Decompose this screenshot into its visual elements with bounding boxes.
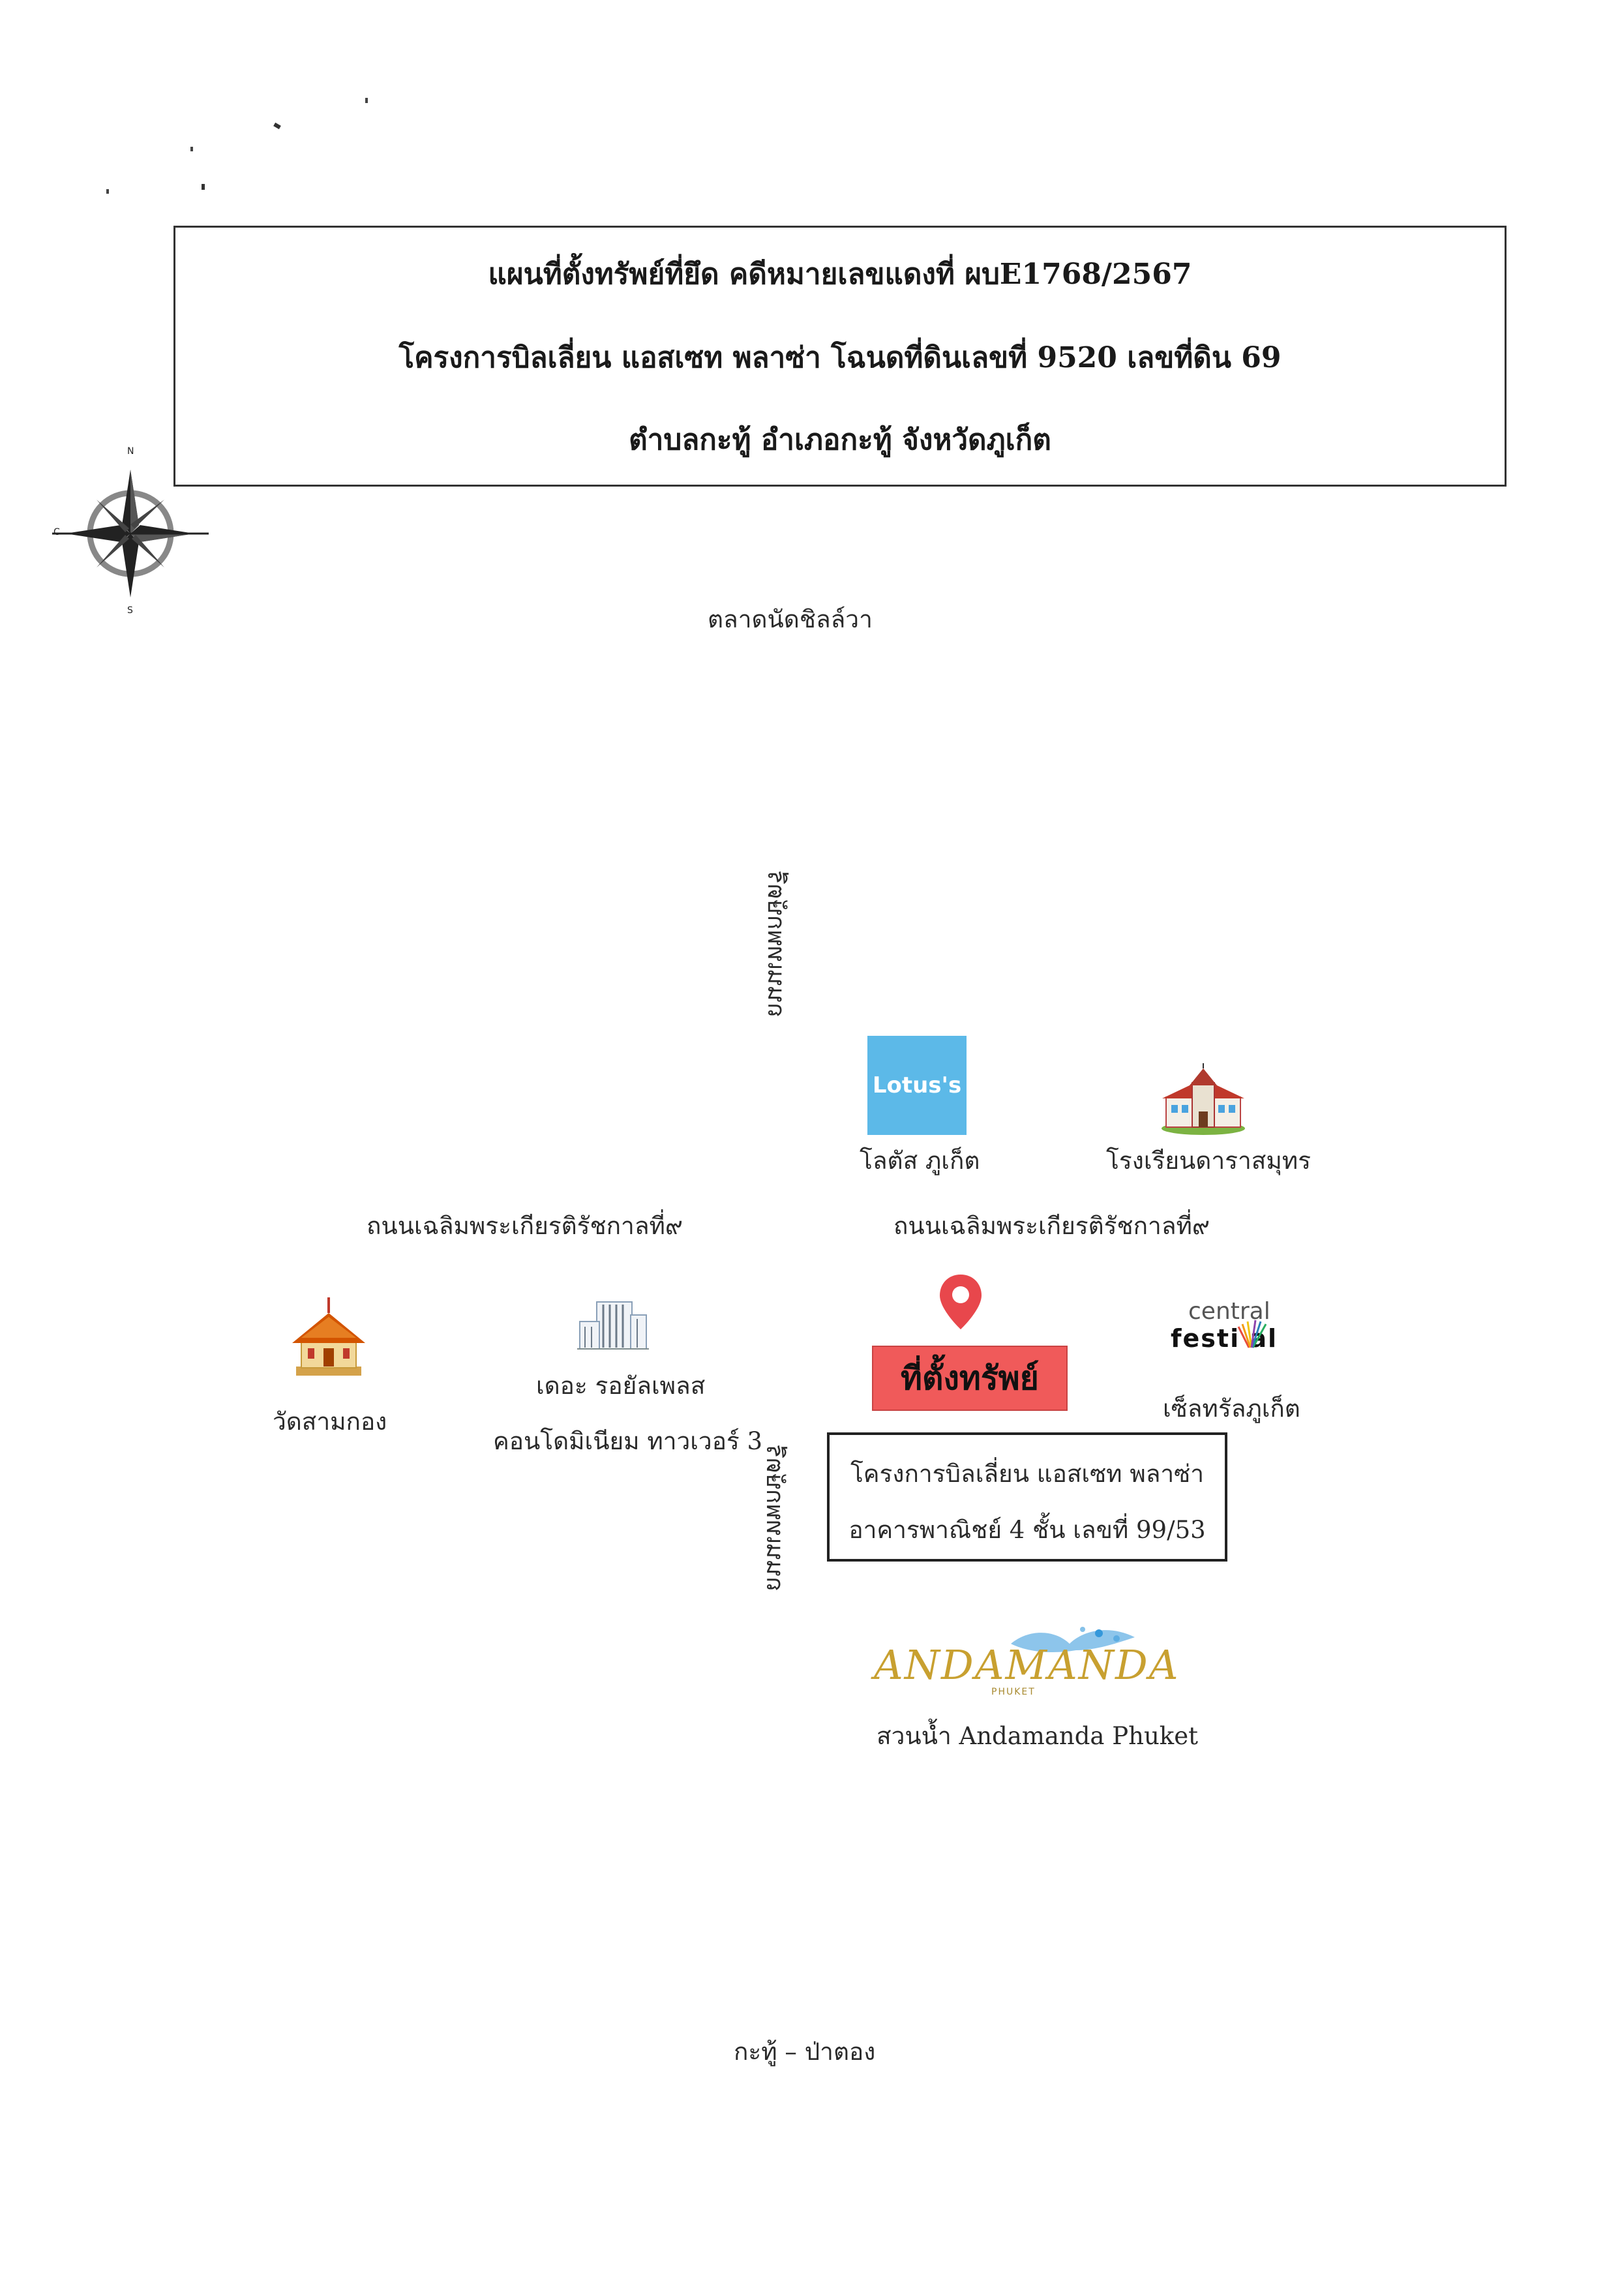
school-label: โรงเรียนดาราสมุทร xyxy=(1106,1147,1311,1175)
title-line-2: โครงการบิลเลี่ยน แอสเซท พลาซ่า โฉนดที่ดิ… xyxy=(398,341,1282,374)
andamanda-logo-text: ANDAMANDA xyxy=(874,1641,1180,1689)
central-label: เซ็ลทรัลภูเก็ต xyxy=(1163,1395,1300,1423)
title-line-1: แผนที่ตั้งทรัพย์ที่ยึด คดีหมายเลขแดงที่ … xyxy=(488,258,1192,291)
lotus-label: โลตัส ภูเก็ต xyxy=(860,1147,980,1175)
water-splash-icon xyxy=(1011,1627,1135,1652)
temple-icon xyxy=(291,1295,367,1380)
property-detail-box: โครงการบิลเลี่ยน แอสเซท พลาซ่า อาคารพาณิ… xyxy=(827,1432,1227,1562)
road-label-north-vertical: ถนนเทพกษัตรี xyxy=(762,870,790,1018)
scan-speck xyxy=(273,122,281,130)
title-box: แผนที่ตั้งทรัพย์ที่ยึด คดีหมายเลขแดงที่ … xyxy=(173,226,1507,487)
scan-speck xyxy=(202,184,205,190)
scan-speck xyxy=(106,189,109,194)
temple-label: วัดสามกอง xyxy=(273,1408,387,1436)
condo-label-line-1: เดอะ รอยัลเพลส xyxy=(536,1372,706,1400)
school-icon xyxy=(1161,1063,1246,1135)
andamanda-label: สวนน้ำ Andamanda Phuket xyxy=(877,1722,1198,1750)
road-label-east: ถนนเฉลิมพระเกียรติรัชกาลที่๙ xyxy=(893,1212,1210,1240)
property-location-banner: ที่ตั้งทรัพย์ xyxy=(872,1346,1068,1411)
scan-speck xyxy=(190,147,193,151)
compass-icon xyxy=(52,470,209,597)
andamanda-logo-subtext: PHUKET xyxy=(991,1687,1036,1697)
compass-rose: N C S xyxy=(46,446,215,620)
lotus-logo-text: Lotus's xyxy=(872,1072,962,1098)
festival-v-icon xyxy=(1236,1319,1268,1352)
compass-w-label: C xyxy=(53,527,60,537)
title-line-3: ตำบลกะทู้ อำเภอกะทู้ จังหวัดภูเก็ต xyxy=(629,423,1051,457)
property-detail-line-1: โครงการบิลเลี่ยน แอสเซท พลาซ่า xyxy=(850,1460,1205,1488)
location-pin-icon xyxy=(938,1273,983,1331)
road-label-west: ถนนเฉลิมพระเกียรติรัชกาลที่๙ xyxy=(367,1212,683,1240)
central-logo-top: central xyxy=(1188,1298,1270,1325)
condo-building-icon xyxy=(577,1298,649,1350)
andamanda-logo: ANDAMANDA PHUKET xyxy=(874,1624,1178,1702)
north-destination-label: ตลาดนัดชิลล์วา xyxy=(708,605,873,633)
south-destination-label: กะทู้ – ป่าตอง xyxy=(734,2038,876,2066)
lotus-logo: Lotus's xyxy=(867,1036,967,1135)
road-label-south-vertical: ถนนเทพกษัตรี xyxy=(761,1444,789,1592)
property-detail-line-2: อาคารพาณิชย์ 4 ชั้น เลขที่ 99/53 xyxy=(848,1516,1206,1544)
scan-speck xyxy=(365,98,368,103)
compass-s-label: S xyxy=(127,605,133,616)
compass-n-label: N xyxy=(127,446,134,457)
condo-label-line-2: คอนโดมิเนียม ทาวเวอร์ 3 xyxy=(493,1427,763,1455)
